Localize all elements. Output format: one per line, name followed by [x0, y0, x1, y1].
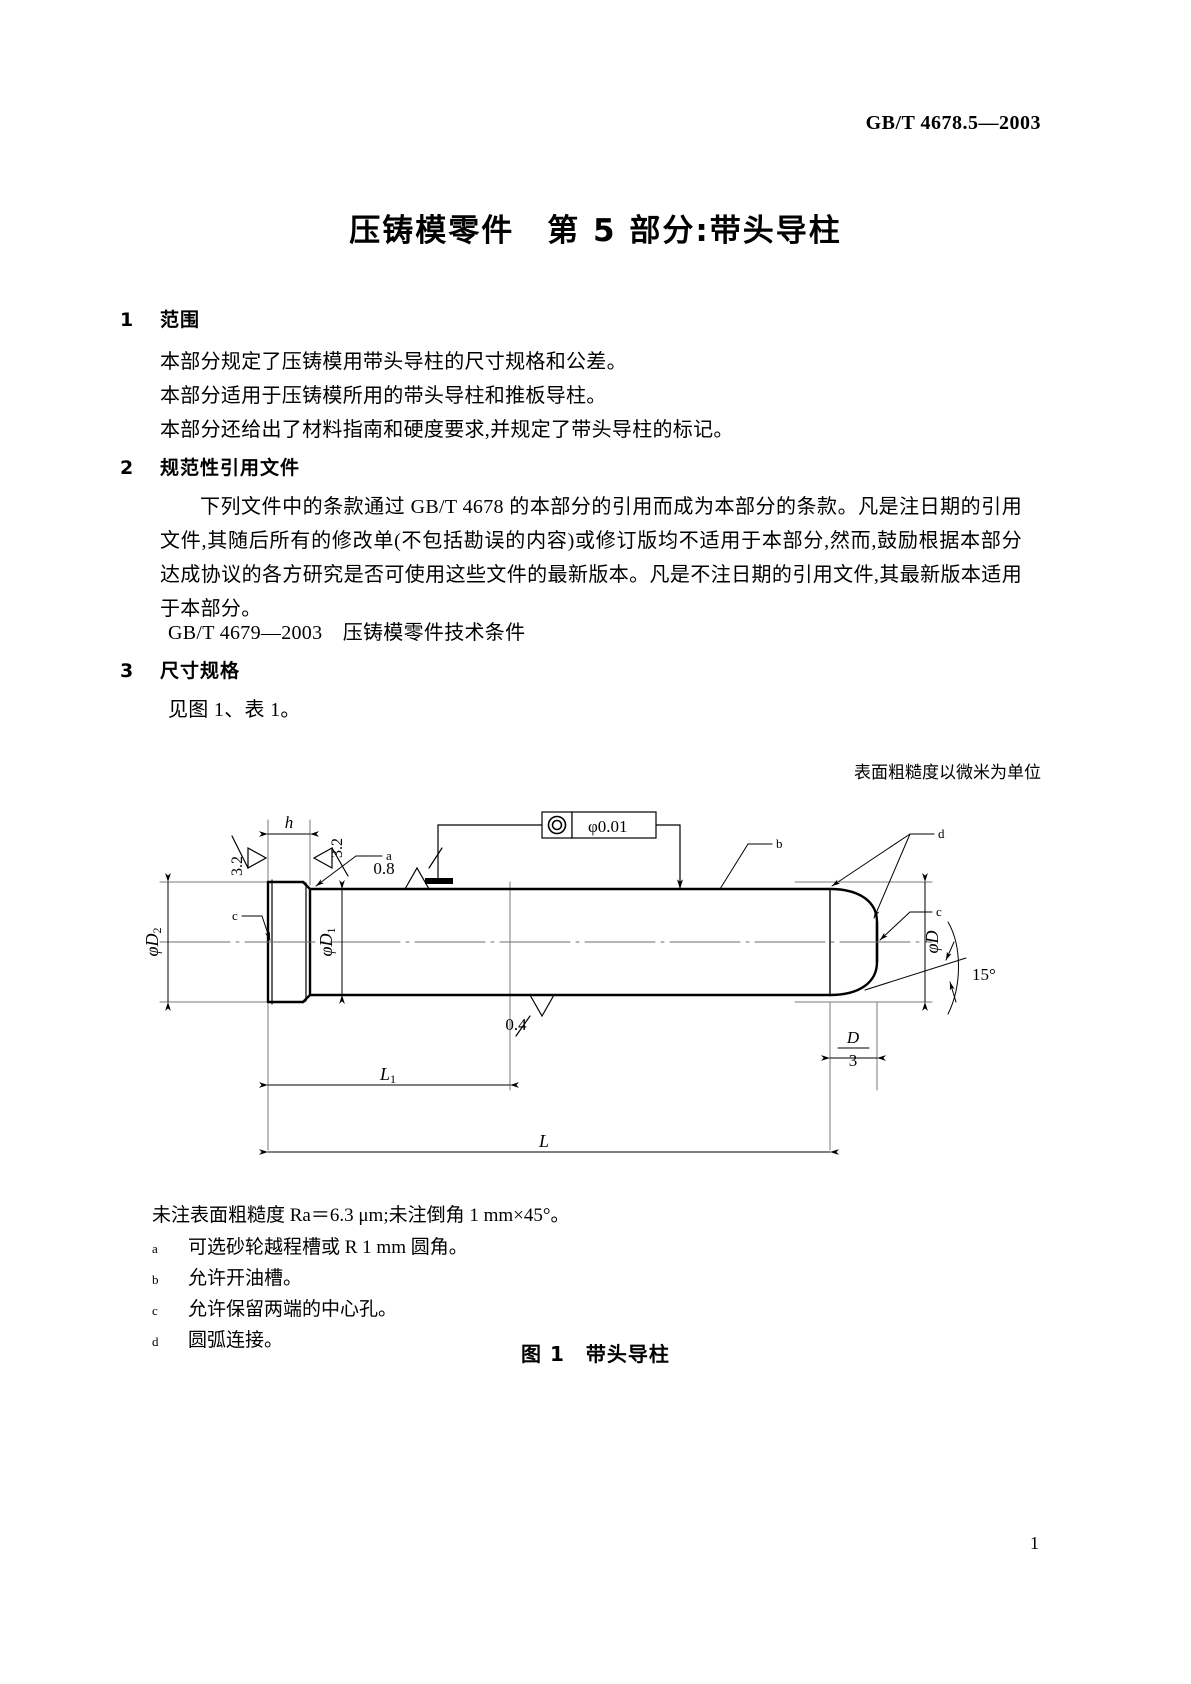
footnote-mark-c: c: [152, 1303, 158, 1318]
figure-unit-note: 表面粗糙度以微米为单位: [854, 763, 1041, 782]
standard-number: GB/T 4678.5—2003: [865, 112, 1041, 134]
dimensions-paragraph: 见图 1、表 1。: [168, 699, 301, 721]
section-title-1: 范围: [160, 309, 201, 331]
figure-caption: 图 1 带头导柱: [521, 1342, 670, 1366]
footnote-text-d: 圆弧连接。: [188, 1330, 284, 1351]
footnote-general: 未注表面粗糙度 Ra＝6.3 μm;未注倒角 1 mm×45°。: [152, 1205, 570, 1226]
section-heading-3: 3 尺寸规格: [120, 656, 240, 683]
footnote-item: a 可选砂轮越程槽或 R 1 mm 圆角。: [152, 1233, 1052, 1264]
note-marker-c-right: c: [936, 904, 942, 919]
roughness-label-shank: 0.8: [373, 859, 394, 878]
references-paragraph: 下列文件中的条款通过 GB/T 4678 的本部分的引用而成为本部分的条款。凡是…: [160, 496, 1022, 620]
section-title-3: 尺寸规格: [160, 660, 241, 682]
gdt-tolerance-value: φ0.01: [588, 817, 628, 836]
roughness-label-bottom: 0.4: [505, 1015, 527, 1034]
roughness-label-head-right: 3.2: [329, 838, 346, 858]
figure-footnotes: 未注表面粗糙度 Ra＝6.3 μm;未注倒角 1 mm×45°。 a 可选砂轮越…: [152, 1200, 1052, 1357]
dim-label-h: h: [285, 813, 294, 832]
dim-label-D-over-3-top: D: [846, 1028, 860, 1047]
dim-label-D2: φD2: [142, 928, 164, 957]
scope-paragraph-2: 本部分适用于压铸模所用的带头导柱和推板导柱。: [160, 385, 607, 407]
dim-label-L1: L1: [379, 1064, 396, 1086]
footnote-text-c: 允许保留两端的中心孔。: [188, 1299, 398, 1320]
figure-guide-pillar-drawing: h 3.2 3.2 0.8 0.4 φ0.01 φD2 φD1 φD L1: [120, 790, 1080, 1190]
footnote-item: b 允许开油槽。: [152, 1264, 1052, 1295]
footnote-text-a: 可选砂轮越程槽或 R 1 mm 圆角。: [188, 1237, 468, 1258]
dim-label-D-over-3-bottom: 3: [849, 1051, 858, 1070]
page-number: 1: [1030, 1533, 1039, 1553]
section-number-2: 2: [120, 457, 135, 479]
page-title: 压铸模零件 第 5 部分:带头导柱: [349, 213, 842, 249]
dim-label-D1: φD1: [316, 928, 338, 957]
footnote-text-b: 允许开油槽。: [188, 1268, 303, 1289]
roughness-label-head-left: 3.2: [229, 856, 246, 876]
dim-label-D: φD: [922, 931, 942, 954]
footnote-item: c 允许保留两端的中心孔。: [152, 1295, 1052, 1326]
page-header: GB/T 4678.5—2003: [866, 112, 1041, 135]
note-marker-c-left: c: [232, 908, 238, 923]
note-marker-b: b: [776, 836, 783, 851]
section-number-3: 3: [120, 660, 135, 682]
cited-standard: GB/T 4679—2003 压铸模零件技术条件: [168, 622, 526, 644]
scope-paragraph-1: 本部分规定了压铸模用带头导柱的尺寸规格和公差。: [160, 351, 627, 373]
footnote-mark-b: b: [152, 1272, 159, 1287]
note-marker-a: a: [386, 848, 392, 863]
dim-label-L: L: [538, 1131, 549, 1151]
footnote-mark-d: d: [152, 1334, 159, 1349]
footnote-mark-a: a: [152, 1241, 158, 1256]
scope-paragraph-3: 本部分还给出了材料指南和硬度要求,并规定了带头导柱的标记。: [160, 419, 734, 441]
angle-label-15deg: 15°: [972, 965, 996, 984]
footnote-item: d 圆弧连接。: [152, 1326, 1052, 1357]
section-number-1: 1: [120, 309, 135, 331]
section-heading-1: 1 范围: [120, 305, 200, 332]
section-title-2: 规范性引用文件: [160, 457, 301, 479]
note-marker-d: d: [938, 826, 945, 841]
section-heading-2: 2 规范性引用文件: [120, 453, 300, 480]
